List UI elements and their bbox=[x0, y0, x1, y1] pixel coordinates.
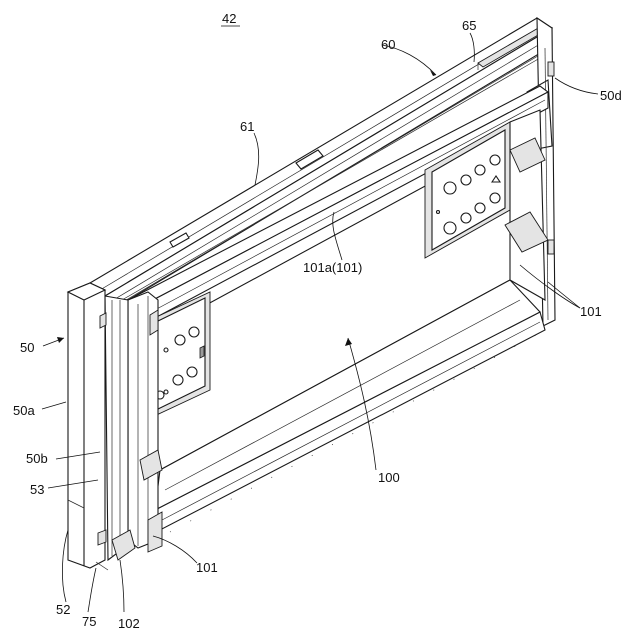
label-100: 100 bbox=[378, 470, 400, 485]
left-end-cap bbox=[68, 283, 108, 570]
label-60: 60 bbox=[381, 37, 395, 52]
label-101-right: 101 bbox=[580, 304, 602, 319]
label-52: 52 bbox=[56, 602, 70, 617]
label-101-bottom: 101 bbox=[196, 560, 218, 575]
label-53: 53 bbox=[30, 482, 44, 497]
label-61: 61 bbox=[240, 119, 254, 134]
label-75: 75 bbox=[82, 614, 96, 629]
label-101a: 101a(101) bbox=[303, 260, 362, 275]
left-frame bbox=[128, 292, 162, 552]
label-50d: 50d bbox=[600, 88, 622, 103]
label-65: 65 bbox=[462, 18, 476, 33]
label-50a: 50a bbox=[13, 403, 35, 418]
label-102: 102 bbox=[118, 616, 140, 631]
figure-number: 42 bbox=[222, 11, 236, 26]
label-50b: 50b bbox=[26, 451, 48, 466]
label-50: 50 bbox=[20, 340, 34, 355]
